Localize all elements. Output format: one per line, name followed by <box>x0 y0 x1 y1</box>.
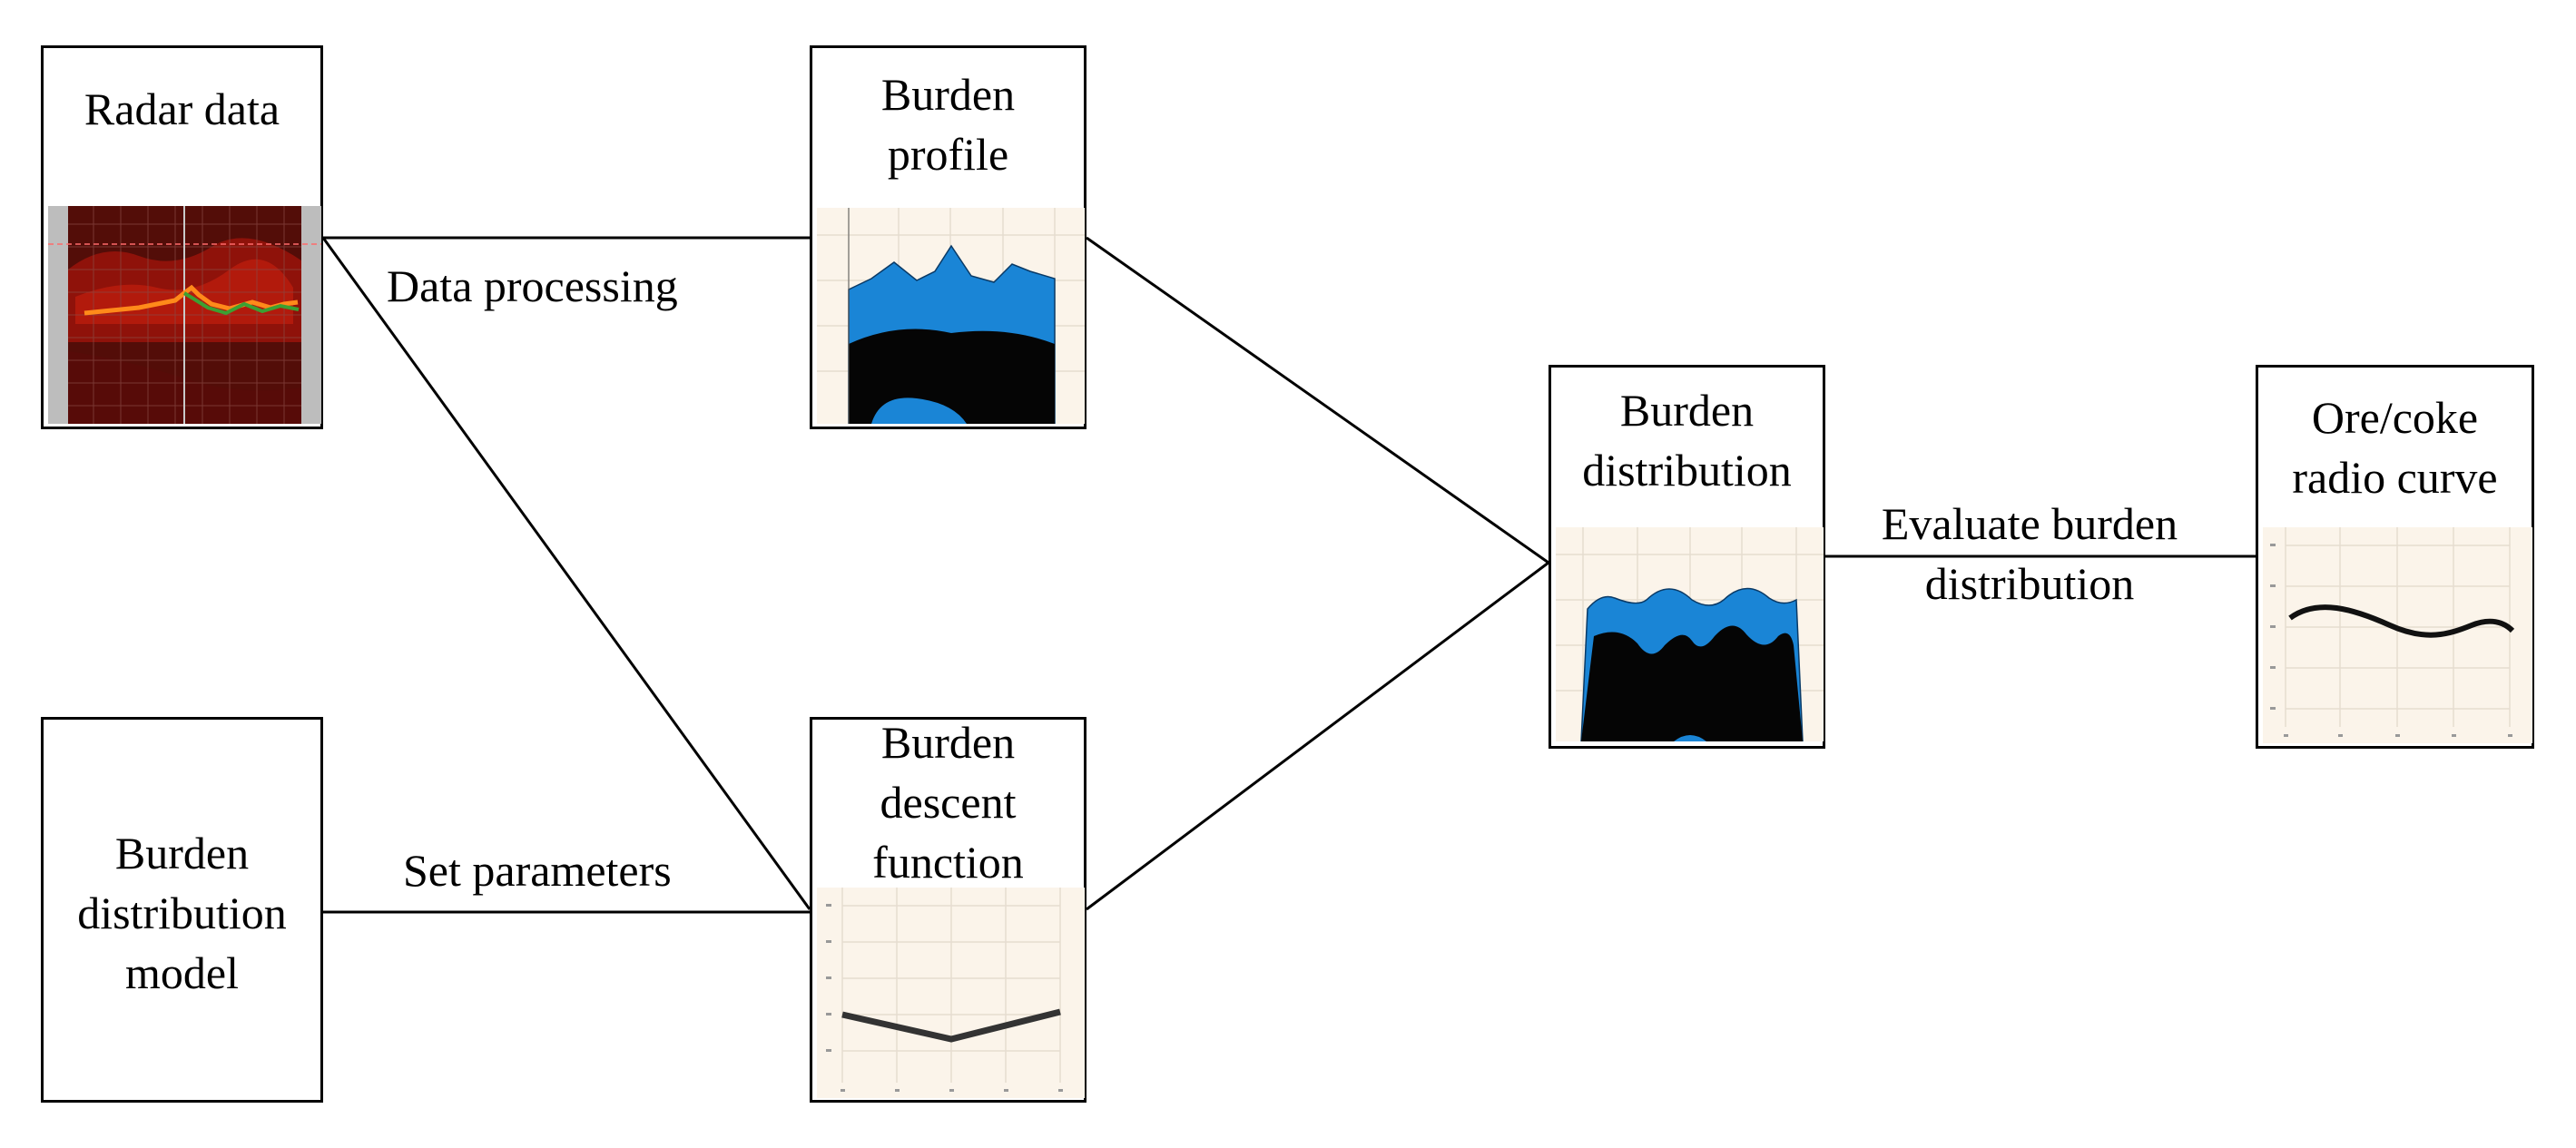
node-burden-profile: Burden profile <box>810 45 1086 429</box>
edge-label-evaluate-burden-distribution: Evaluate burden distribution <box>1882 494 2178 613</box>
edge-radar-to-descent <box>321 237 811 910</box>
node-burden-profile-title: Burden profile <box>812 64 1084 184</box>
title-line: profile <box>887 129 1009 180</box>
edge-label-data-processing: Data processing <box>387 260 678 311</box>
node-burden-distribution: Burden distribution <box>1549 365 1825 749</box>
node-radar-data-title: Radar data <box>84 83 280 134</box>
title-line: distribution <box>77 888 287 938</box>
title-line: Burden <box>880 69 1016 120</box>
edge-label-set-parameters: Set parameters <box>403 845 672 896</box>
title-line: descent <box>880 777 1017 828</box>
radar-image <box>48 206 321 424</box>
node-ore-coke-ratio-curve-title: Ore/coke radio curve <box>2258 388 2532 507</box>
node-burden-descent-function: Burden descent function <box>810 717 1086 1103</box>
title-line: Burden <box>880 717 1016 768</box>
burden-distribution-image <box>1556 527 1824 741</box>
burden-profile-image <box>817 208 1085 424</box>
node-ore-coke-ratio-curve: Ore/coke radio curve <box>2256 365 2534 749</box>
ore-coke-ratio-image <box>2263 527 2532 743</box>
node-burden-distribution-model: Burden distribution model <box>41 717 323 1103</box>
node-burden-distribution-title: Burden distribution <box>1551 380 1823 500</box>
node-radar-data: Radar data <box>41 45 323 429</box>
edge-label-line: Evaluate burden <box>1881 498 2178 549</box>
descent-function-image <box>817 888 1085 1098</box>
title-line: function <box>872 837 1024 888</box>
title-line: Ore/coke <box>2311 392 2479 443</box>
edge-label-line: distribution <box>1924 558 2135 609</box>
edge-descent-to-distribution <box>1086 561 1549 911</box>
title-line: distribution <box>1582 445 1792 496</box>
title-line: Burden <box>114 828 250 878</box>
title-line: model <box>125 947 239 998</box>
title-line: radio curve <box>2292 452 2498 503</box>
title-line: Burden <box>1619 385 1755 436</box>
node-burden-descent-function-title: Burden descent function <box>812 712 1084 892</box>
edge-profile-to-distribution <box>1086 236 1549 564</box>
node-burden-distribution-model-title: Burden distribution model <box>44 823 320 1003</box>
